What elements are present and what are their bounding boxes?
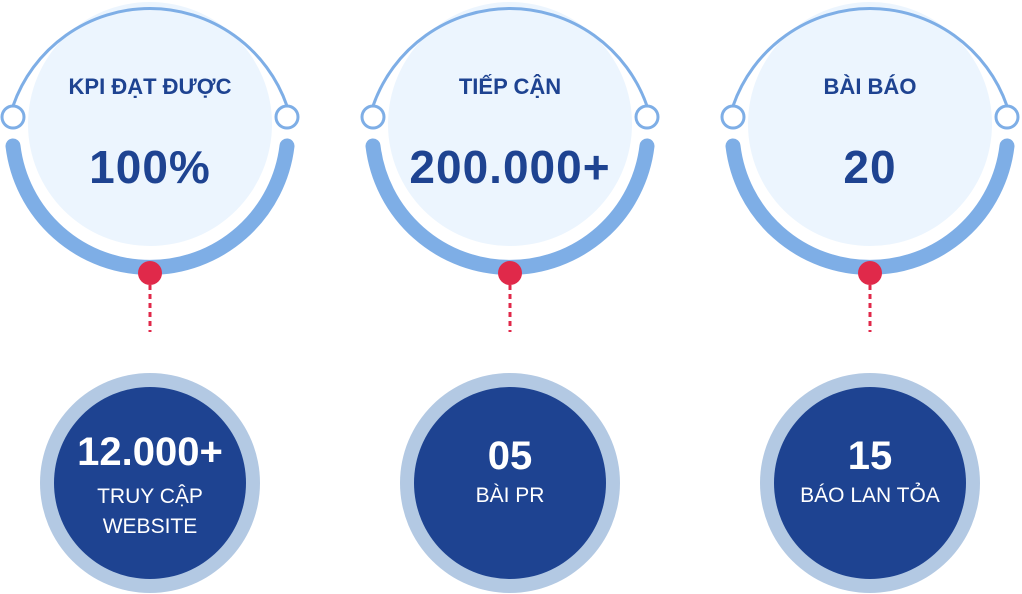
website-visits-value: 12.000+ <box>77 430 223 474</box>
pr-articles-value: 05 <box>487 434 533 478</box>
right-node-icon <box>994 104 1020 130</box>
right-node-icon <box>634 104 660 130</box>
articles-column: BÀI BÁO 20 15 BÁO LAN TỎA <box>720 0 1020 594</box>
red-dot-icon <box>138 261 162 285</box>
top-thin-arc <box>11 6 289 107</box>
kpi-value: 100% <box>89 141 211 193</box>
right-node-icon <box>274 104 300 130</box>
articles-label: BÀI BÁO <box>823 74 917 99</box>
red-dot-icon <box>858 261 882 285</box>
kpi-label: KPI ĐẠT ĐƯỢC <box>68 74 232 99</box>
top-circle-fill <box>748 2 992 246</box>
articles-value: 20 <box>843 141 897 193</box>
bottom-circle-fill <box>774 387 966 579</box>
red-dot-icon <box>498 261 522 285</box>
pr-articles-label: BÀI PR <box>475 484 545 507</box>
bottom-circle-fill <box>414 387 606 579</box>
top-thin-arc <box>731 6 1009 107</box>
website-visits-label-2: WEBSITE <box>102 515 198 538</box>
bottom-circle-fill <box>54 387 246 579</box>
top-circle-fill <box>28 2 272 246</box>
left-node-icon <box>720 104 746 130</box>
kpi-column: KPI ĐẠT ĐƯỢC 100% 12.000+ TRUY CẬP WEBSI… <box>0 0 300 594</box>
spread-articles-value: 15 <box>847 434 893 478</box>
top-thin-arc <box>371 6 649 107</box>
left-node-icon <box>360 104 386 130</box>
reach-column: TIẾP CẬN 200.000+ 05 BÀI PR <box>360 0 660 594</box>
top-circle-fill <box>388 2 632 246</box>
left-node-icon <box>0 104 26 130</box>
reach-label: TIẾP CẬN <box>458 74 562 99</box>
reach-value: 200.000+ <box>409 141 611 193</box>
website-visits-label-1: TRUY CẬP <box>97 485 203 508</box>
spread-articles-label: BÁO LAN TỎA <box>800 484 940 507</box>
